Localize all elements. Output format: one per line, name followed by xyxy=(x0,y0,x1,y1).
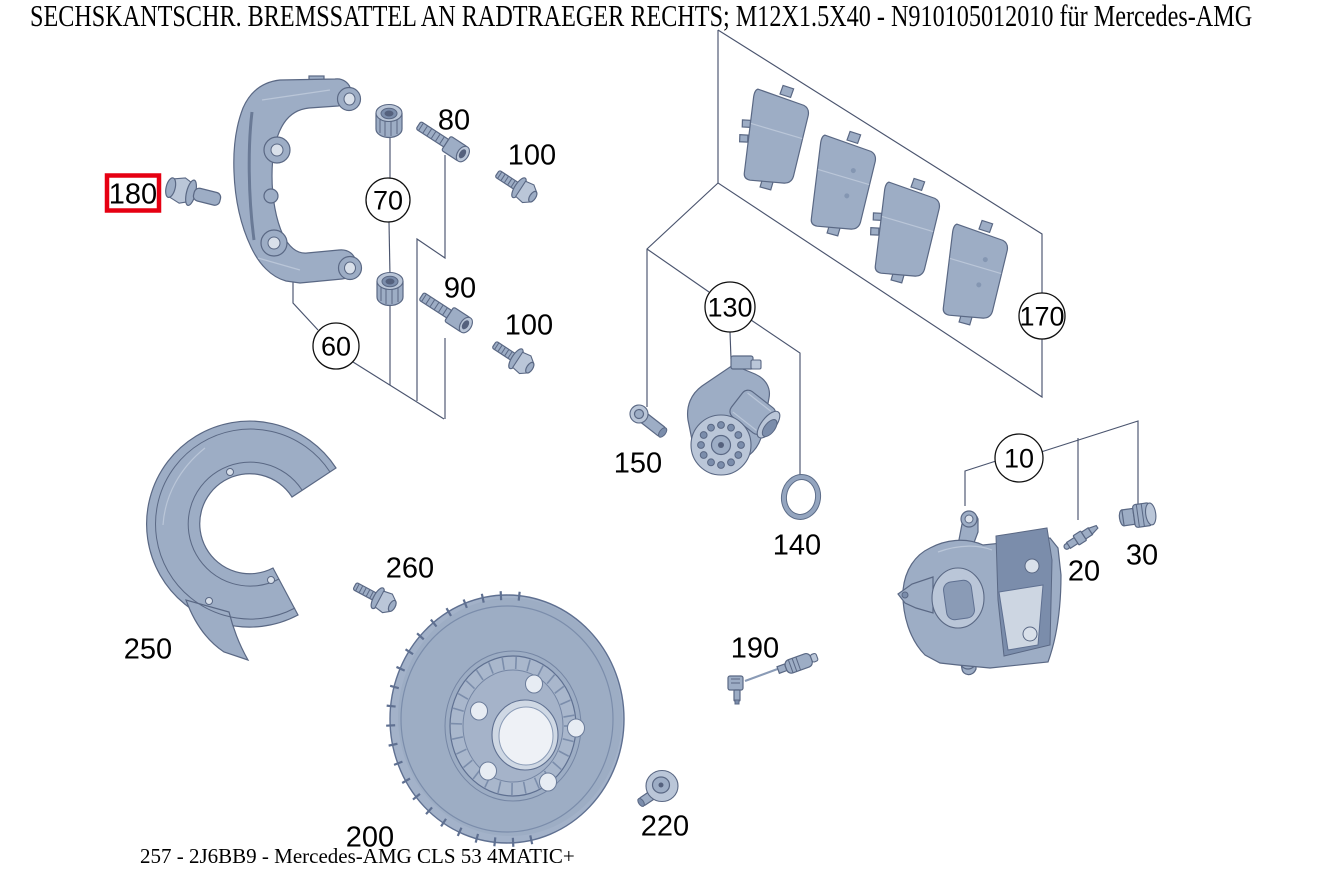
brake-pad-part xyxy=(739,84,810,191)
svg-text:150: 150 xyxy=(614,447,662,479)
callout-100a[interactable]: 100 xyxy=(508,139,556,171)
gear-ring xyxy=(697,421,745,469)
callout-60[interactable]: 60 xyxy=(312,322,360,370)
svg-text:190: 190 xyxy=(731,632,779,664)
svg-text:100: 100 xyxy=(505,309,553,341)
svg-text:260: 260 xyxy=(386,552,434,584)
brake-pad-part xyxy=(870,177,941,284)
svg-text:60: 60 xyxy=(321,332,351,362)
callout-10[interactable]: 10 xyxy=(994,433,1044,483)
svg-text:170: 170 xyxy=(1019,302,1064,332)
callout-220[interactable]: 220 xyxy=(641,810,689,842)
callout-180[interactable]: 180 xyxy=(104,173,162,213)
flange-bolt-100-part xyxy=(487,334,540,380)
retaining-screw-220-part xyxy=(637,769,679,807)
brake-pad-part xyxy=(942,219,1009,326)
callout-200[interactable]: 200 xyxy=(346,821,394,853)
leader-lines xyxy=(292,29,1139,520)
svg-text:200: 200 xyxy=(346,821,394,853)
svg-text:100: 100 xyxy=(508,139,556,171)
hex-bolt-180-part xyxy=(165,177,222,207)
svg-text:30: 30 xyxy=(1126,539,1158,571)
callout-150[interactable]: 150 xyxy=(614,447,662,479)
brake-disc-200 xyxy=(386,591,625,847)
guide-pin-150-part xyxy=(629,404,668,438)
svg-text:140: 140 xyxy=(773,529,821,561)
page-title: SECHSKANTSCHR. BREMSSATTEL AN RADTRAEGER… xyxy=(30,0,1253,33)
o-ring-140-part xyxy=(780,474,822,520)
callout-170[interactable]: 170 xyxy=(1018,292,1066,340)
wear-sensor-190-part xyxy=(727,652,819,705)
splash-shield-250 xyxy=(146,420,337,662)
svg-text:70: 70 xyxy=(373,186,403,216)
disc-vent-notches xyxy=(386,591,534,847)
callout-30[interactable]: 30 xyxy=(1126,539,1158,571)
caliper-bracket-part xyxy=(233,75,363,284)
callout-20[interactable]: 20 xyxy=(1068,555,1100,587)
cap-30-part xyxy=(1118,502,1157,528)
callout-80[interactable]: 80 xyxy=(438,104,470,136)
bleeder-valve-20-part xyxy=(1063,524,1099,550)
svg-text:20: 20 xyxy=(1068,555,1100,587)
pads-group-frame xyxy=(717,29,1043,399)
brake-caliper-housing-10 xyxy=(897,510,1062,676)
locking-nut-part xyxy=(375,103,403,139)
footer-caption: 257 - 2J6BB9 - Mercedes-AMG CLS 53 4MATI… xyxy=(140,844,575,868)
highlight-box xyxy=(104,173,162,213)
svg-text:80: 80 xyxy=(438,104,470,136)
callout-70[interactable]: 70 xyxy=(365,177,411,223)
locking-nut-part xyxy=(376,271,404,307)
callout-260[interactable]: 260 xyxy=(386,552,434,584)
callout-100b[interactable]: 100 xyxy=(505,309,553,341)
callout-250[interactable]: 250 xyxy=(124,633,172,665)
callout-140[interactable]: 140 xyxy=(773,529,821,561)
brake-pads-set-170 xyxy=(739,84,1009,326)
svg-text:180: 180 xyxy=(109,178,157,210)
svg-text:220: 220 xyxy=(641,810,689,842)
callout-190[interactable]: 190 xyxy=(731,632,779,664)
brake-pad-part xyxy=(810,130,877,237)
callout-90[interactable]: 90 xyxy=(444,272,476,304)
callout-130[interactable]: 130 xyxy=(704,281,756,333)
svg-text:250: 250 xyxy=(124,633,172,665)
parking-brake-actuator-130 xyxy=(686,355,781,476)
svg-text:130: 130 xyxy=(707,293,752,323)
svg-text:10: 10 xyxy=(1004,444,1034,474)
svg-text:90: 90 xyxy=(444,272,476,304)
